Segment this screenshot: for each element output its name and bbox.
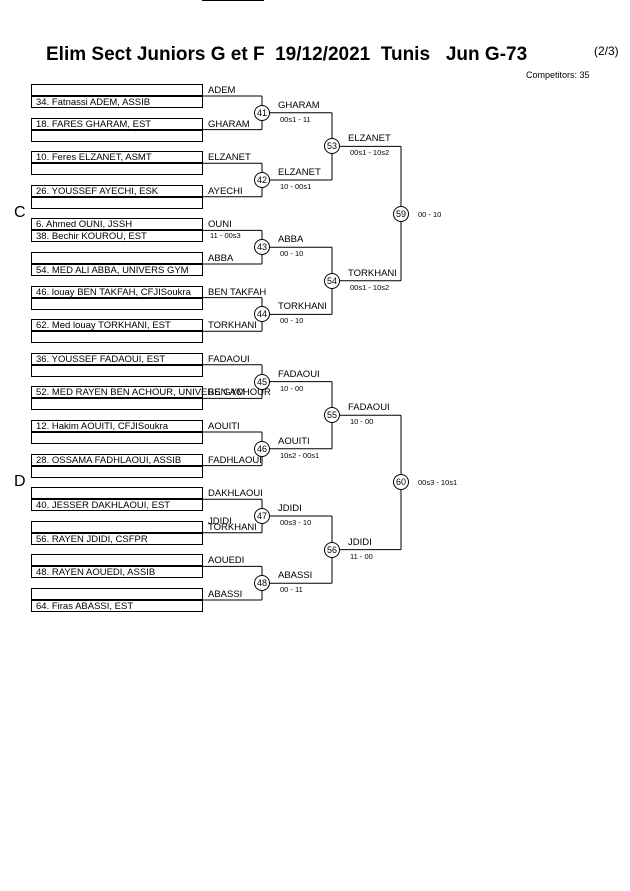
match-number: 55 [324, 407, 340, 424]
competitor-slot [31, 465, 203, 478]
match-number: 59 [393, 205, 409, 222]
r1-name-label: OUNI [208, 219, 232, 231]
r1-name-label: ELZANET [208, 152, 251, 164]
page-number: (2/3) [594, 44, 619, 58]
r1-name-label: TORKHANI [208, 521, 257, 533]
competitor-slot [31, 554, 203, 567]
competitor-slot: 62. Med louay TORKHANI, EST [31, 319, 203, 332]
r2-winner-name: TORKHANI [348, 267, 397, 279]
competitor-slot [31, 84, 203, 96]
competitor-slot: 26. YOUSSEF AYECHI, ESK [31, 184, 203, 197]
r1-name-label: ABASSI [208, 589, 243, 600]
r1-name-label: DAKHLAOUI [208, 488, 263, 500]
match-number: 45 [254, 373, 270, 390]
competitor-slot: 18. FARES GHARAM, EST [31, 117, 203, 130]
competitor-slot [31, 252, 203, 264]
r1-score: 00s1 - 11 [280, 114, 311, 124]
competitor-slot: 46. louay BEN TAKFAH, CFJISoukra [31, 285, 203, 298]
competitor-slot [31, 520, 203, 533]
competitor-slot [31, 588, 203, 600]
competitor-slot [31, 163, 203, 176]
competitor-slot: 40. JESSER DAKHLAOUI, EST [31, 499, 203, 512]
r1-winner-name: FADAOUI [278, 368, 320, 380]
r1-name-label: AOUEDI [208, 555, 245, 567]
r1-winner-name: ELZANET [278, 167, 321, 178]
r1-score: 00s3 - 10 [280, 518, 312, 527]
match-number: 56 [324, 541, 340, 558]
match-number: 53 [324, 138, 340, 155]
top-rule [202, 0, 264, 1]
r2-winner-name: FADAOUI [348, 402, 390, 414]
r1-score: 10s2 - 00s1 [280, 450, 320, 460]
r1-name-label: FADHLAOUI [208, 454, 262, 466]
match-number: 46 [254, 440, 270, 457]
match-number: 48 [254, 575, 270, 592]
competitor-slot: 6. Ahmed OUNI, JSSH [31, 218, 203, 231]
r1-score: 00 - 10 [280, 316, 304, 326]
r1-extra-score: 11 - 00s3 [210, 231, 241, 241]
r2-score: 11 - 00 [350, 551, 373, 561]
r1-score: 10 - 00 [280, 383, 304, 393]
competitor-slot: 38. Bechir KOUROU, EST [31, 230, 203, 243]
match-number: 47 [254, 508, 270, 524]
r1-name-label: AYECHI [208, 185, 243, 197]
competitor-slot [31, 364, 203, 377]
competitor-slot: 10. Feres ELZANET, ASMT [31, 151, 203, 164]
r1-winner-name: JDIDI [278, 503, 302, 514]
competitor-slot: 34. Fatnassi ADEM, ASSIB [31, 96, 203, 108]
competitor-slot: 28. OSSAMA FADHLAOUI, ASSIB [31, 453, 203, 466]
r1-winner-name: GHARAM [278, 99, 320, 111]
competitor-slot: 52. MED RAYEN BEN ACHOUR, UNIVERS GYM [31, 386, 245, 399]
match-number: 42 [254, 172, 270, 188]
r1-name-label: BEN TAKFAH [208, 286, 267, 298]
match-number: 44 [254, 306, 270, 323]
r1-name-label: ADEM [208, 85, 236, 96]
r1-winner-name: TORKHANI [278, 301, 327, 313]
match-number: 54 [324, 272, 340, 289]
competitor-slot [31, 331, 203, 344]
r2-winner-name: JDIDI [348, 536, 372, 548]
match-number: 60 [393, 474, 409, 491]
r1-winner-name: AOUITI [278, 435, 310, 447]
r1-name-label: ABBA [208, 253, 234, 264]
r1-name-label: TORKHANI [208, 320, 257, 332]
competitor-slot: 54. MED ALI ABBA, UNIVERS GYM [31, 264, 203, 276]
competitor-slot [31, 196, 203, 209]
r1-winner-name: ABBA [278, 234, 304, 246]
competitor-slot: 36. YOUSSEF FADAOUI, EST [31, 352, 203, 365]
r1-name-label: BEN ACHOUR [208, 387, 271, 399]
r2-score: 00s1 - 10s2 [350, 282, 390, 292]
r1-score: 00 - 10 [280, 249, 304, 259]
pool-label-d: D [14, 473, 26, 490]
r1-score: 10 - 00s1 [280, 182, 312, 191]
r1-winner-name: ABASSI [278, 570, 313, 582]
pool-label-c: C [14, 204, 26, 221]
match-number: 41 [254, 104, 270, 121]
r1-score: 00 - 11 [280, 585, 303, 595]
r2-score: 00s1 - 10s2 [350, 148, 390, 158]
r1-name-label: GHARAM [208, 118, 250, 130]
competitor-slot [31, 129, 203, 142]
r2-score: 10 - 00 [350, 417, 374, 427]
competitor-slot: 48. RAYEN AOUEDI, ASSIB [31, 566, 203, 579]
r2-winner-name: ELZANET [348, 133, 391, 145]
r3-score: 00s3 - 10s1 [418, 478, 458, 488]
competitor-slot [31, 487, 203, 500]
r3-score: 00 - 10 [418, 209, 442, 219]
r1-name-label: AOUITI [208, 421, 240, 432]
competitor-slot: 56. RAYEN JDIDI, CSFPR [31, 532, 203, 545]
r1-name-label: FADAOUI [208, 353, 250, 365]
r1-overlap-label: JDIDI [208, 515, 232, 527]
competitor-slot: 64. Firas ABASSI, EST [31, 600, 203, 612]
match-number: 43 [254, 239, 270, 256]
competitor-slot [31, 398, 203, 411]
competitor-slot [31, 432, 203, 444]
competitors-count: Competitors: 35 [526, 70, 590, 80]
competitor-slot: 12. Hakim AOUITI, CFJISoukra [31, 420, 203, 432]
competitor-slot [31, 297, 203, 310]
page-title: Elim Sect Juniors G et F 19/12/2021 Tuni… [46, 44, 528, 65]
